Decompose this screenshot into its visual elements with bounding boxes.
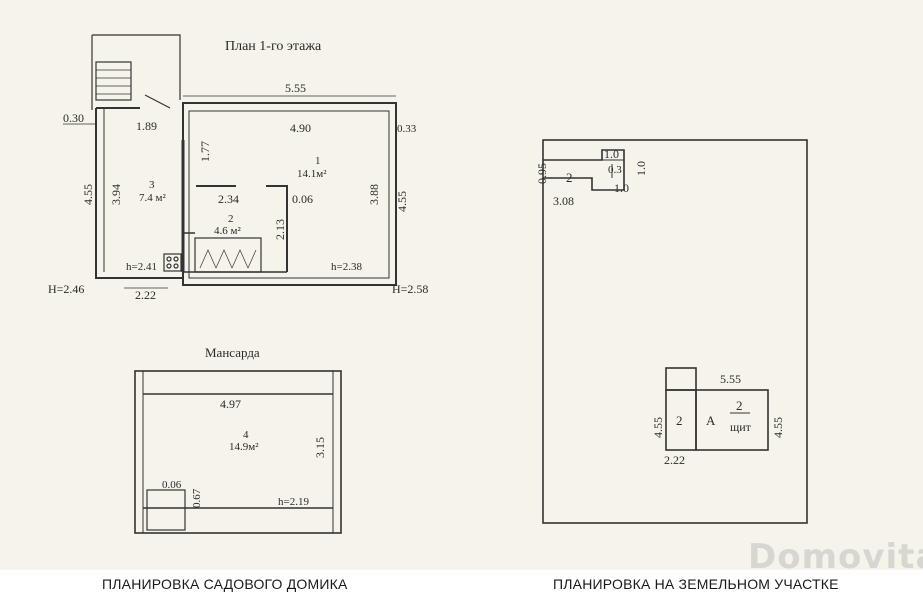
room1-inner-wall [188, 110, 390, 279]
site-label-a: А [706, 413, 716, 428]
interior-stairs [194, 237, 262, 273]
room3-area: 7.4 м² [139, 192, 166, 204]
dim-bottom: 2.22 [135, 288, 156, 302]
dim-177: 1.77 [198, 141, 212, 162]
dim-213: 2.13 [273, 219, 287, 240]
dim-234: 2.34 [218, 192, 239, 206]
dim-455-right: 4.55 [395, 191, 409, 212]
dim-porch: 1.89 [136, 119, 157, 133]
site-small-building [543, 149, 625, 191]
door-swing [144, 94, 171, 109]
room2-area: 4.6 м² [214, 225, 241, 237]
dim-wall-left: 0.30 [63, 111, 84, 125]
height-room1: h=2.38 [331, 261, 362, 273]
stove-symbol [163, 253, 182, 272]
height-left: H=2.46 [48, 282, 84, 296]
caption-right: ПЛАНИРОВКА НА ЗЕМЕЛЬНОМ УЧАСТКЕ [553, 576, 839, 592]
porch-outline [92, 34, 181, 100]
document-sheet [0, 0, 923, 570]
site-label-small: 2 [566, 170, 573, 185]
site-label-2: 2 [736, 398, 743, 413]
site-dim-455-left: 4.55 [651, 417, 665, 438]
attic-room-num: 4 [243, 429, 249, 441]
dim-455-left: 4.55 [81, 184, 95, 205]
height-right: H=2.58 [392, 282, 428, 296]
attic-dim-depth: 3.15 [313, 437, 327, 458]
attic-dim-small-w: 0.06 [162, 479, 182, 491]
site-dim-10a: 1.0 [604, 147, 619, 161]
dim-388: 3.88 [367, 184, 381, 205]
dim-top-outer: 5.55 [285, 81, 306, 95]
room2-num: 2 [228, 213, 234, 225]
dim-006: 0.06 [292, 192, 313, 206]
site-dim-455-right: 4.55 [771, 417, 785, 438]
site-dim-095: 0.95 [535, 163, 549, 184]
dim-top-inner: 4.90 [290, 121, 311, 135]
site-label-shield: щит [730, 420, 752, 434]
plan1-title: План 1-го этажа [225, 39, 322, 54]
floor-plans-drawing: План 1-го этажа 5.55 4.90 1.89 0.30 0.33… [48, 34, 808, 534]
attic-dim-width: 4.97 [220, 397, 241, 411]
site-dim-222: 2.22 [664, 453, 685, 467]
attic-dim-small-h: 0.67 [191, 488, 203, 508]
attic-hatch [146, 489, 186, 531]
entry-stairs [95, 61, 132, 101]
site-dim-10b: 1.0 [634, 161, 648, 176]
room1-num: 1 [315, 155, 321, 167]
attic-height: h=2.19 [278, 496, 309, 508]
room1-area: 14.1м² [297, 168, 327, 180]
dim-394: 3.94 [109, 184, 123, 205]
site-dim-308: 3.08 [553, 194, 574, 208]
site-house-a [695, 389, 769, 451]
site-dim-555: 5.55 [720, 372, 741, 386]
watermark-logo: Domovita [748, 537, 923, 577]
attic-room-area: 14.9м² [229, 441, 259, 453]
height-kitchen: h=2.41 [126, 261, 157, 273]
attic-title: Мансарда [205, 345, 260, 360]
site-label-annex: 2 [676, 413, 683, 428]
site-dim-03: 0.3 [608, 164, 622, 176]
attic-outer-wall [134, 370, 342, 534]
dim-wall-right: 0.33 [397, 123, 417, 135]
site-dim-10c: 1.0 [614, 181, 629, 195]
site-shed [665, 367, 697, 391]
room3-num: 3 [149, 179, 155, 191]
caption-left: ПЛАНИРОВКА САДОВОГО ДОМИКА [102, 576, 348, 592]
site-boundary [542, 139, 808, 524]
